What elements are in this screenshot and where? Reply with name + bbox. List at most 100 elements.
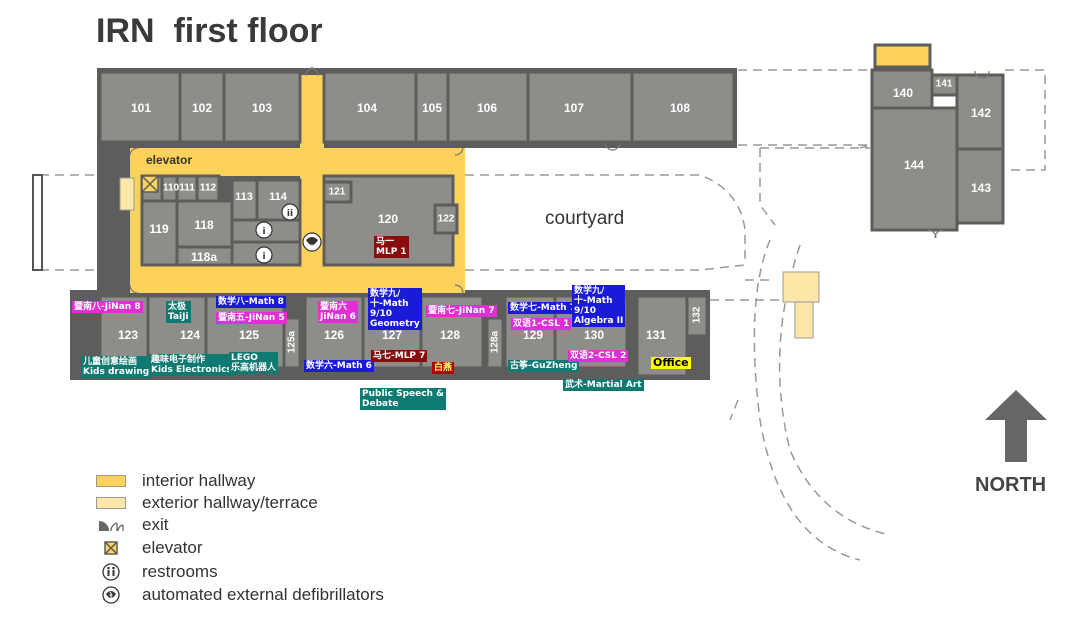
elevator-icon [96, 541, 126, 555]
exit-icon [129, 67, 990, 294]
legend-text: exit [142, 515, 169, 534]
legend-text: elevator [142, 538, 203, 557]
room-101: 101 [130, 101, 152, 115]
class-label-lego: LEGO 乐高机器人 [229, 352, 279, 374]
class-label-mlp7: 马七-MLP 7 [371, 350, 428, 362]
class-label-taiji-cn: 太极 [168, 302, 187, 312]
class-label-math910-algebra: 数学九/ 十-Math 9/10 Algebra II [572, 285, 626, 327]
room-140: 140 [892, 86, 914, 100]
svg-text:ii: ii [287, 209, 293, 219]
room-104: 104 [356, 101, 378, 115]
svg-text:i: i [262, 252, 265, 262]
math910-geo-line2: 十-Math [370, 299, 409, 309]
room-131: 131 [645, 328, 667, 342]
class-label-math7: 数学七-Math 7 [508, 302, 578, 314]
class-label-office: Office [651, 356, 691, 369]
math910-alg-line2: 十-Math [574, 296, 613, 306]
class-label-csl2: 双语2-CSL 2 [568, 350, 629, 362]
math910-geo-line4: Geometry [370, 319, 420, 329]
class-label-kids-electronics: 趣味电子制作 Kids Electronics [149, 354, 234, 376]
legend-item-exit: exit [96, 514, 168, 536]
room-124: 124 [179, 328, 201, 342]
north-arrow [985, 390, 1047, 462]
class-label-csl1: 双语1-CSL 1 [511, 318, 572, 330]
kids-drawing-en: Kids drawing [83, 367, 150, 377]
room-107: 107 [563, 101, 585, 115]
class-label-mlp1-cn: 马一 [376, 237, 395, 247]
legend-item-restrooms: restrooms [96, 561, 218, 583]
svg-text:i: i [262, 227, 265, 237]
room-142: 142 [970, 106, 992, 120]
kids-drawing-cn: 儿童创意绘画 [83, 357, 138, 367]
legend-item-defibrillator: automated external defibrillators [96, 584, 384, 606]
room-105: 105 [421, 101, 443, 115]
class-label-jinan5: 暨南五-JiNan 5 [216, 312, 287, 324]
legend-item-exterior-hallway: exterior hallway/terrace [96, 492, 318, 514]
math910-alg-line3: 9/10 [574, 306, 597, 316]
class-label-taiji: 太极 TaiJi [166, 301, 191, 323]
legend-text: exterior hallway/terrace [142, 493, 318, 512]
west-entrance [32, 174, 43, 271]
class-label-jinan6-cn: 暨南六 [320, 302, 348, 312]
interior-hallways [130, 75, 465, 293]
lego-en: LEGO [231, 353, 258, 363]
math910-geo-line3: 9/10 [370, 309, 393, 319]
class-label-math8: 数学八-Math 8 [216, 296, 286, 308]
class-label-jinan7: 暨南七-JiNan 7 [426, 305, 497, 317]
room-123: 123 [117, 328, 139, 342]
north-label: NORTH [975, 474, 1047, 496]
speech-line2: Debate [362, 399, 399, 409]
class-label-guzheng: 古筝-GuZheng [508, 360, 580, 372]
exterior-outline [40, 69, 1046, 561]
legend-item-interior-hallway: interior hallway [96, 470, 255, 492]
room-120: 120 [377, 212, 399, 226]
restroom-icon [96, 563, 126, 581]
defibrillator-icon [302, 232, 322, 252]
legend-text: interior hallway [142, 471, 256, 490]
class-label-math6: 数学六-Math 6 [304, 360, 374, 372]
kids-elec-en: Kids Electronics [151, 365, 232, 375]
room-128: 128 [439, 328, 461, 342]
kids-elec-cn: 趣味电子制作 [151, 355, 206, 365]
lego-cn: 乐高机器人 [231, 363, 277, 373]
room-128a: 128a [489, 330, 501, 354]
speech-line1: Public Speech & [362, 389, 444, 399]
class-label-math910-geometry: 数学九/ 十-Math 9/10 Geometry [368, 288, 422, 330]
room-102: 102 [191, 101, 213, 115]
elevator-icon [141, 175, 159, 193]
class-label-baiyan: 白燕 [432, 362, 455, 374]
room-113: 113 [235, 191, 253, 203]
exterior-hallway-swatch-icon [96, 496, 126, 510]
room-103: 103 [251, 101, 273, 115]
room-126: 126 [323, 328, 345, 342]
class-label-kids-drawing: 儿童创意绘画 Kids drawing [81, 356, 152, 378]
class-label-taiji-en: TaiJi [168, 312, 189, 322]
class-label-jinan6: 暨南六 JiNan 6 [318, 301, 358, 323]
legend-item-elevator: elevator [96, 537, 202, 559]
math910-alg-line4: Algebra II [574, 316, 624, 326]
room-121: 121 [328, 186, 346, 198]
room-127: 127 [381, 328, 403, 342]
room-130: 130 [583, 328, 605, 342]
room-141: 141 [935, 78, 953, 90]
class-label-jinan6-en: JiNan 6 [320, 312, 356, 322]
elevator-label: elevator [146, 153, 193, 167]
exterior-terrace [119, 43, 932, 339]
math910-alg-line1: 数学九/ [574, 286, 605, 296]
class-label-mlp1-en: MLP 1 [376, 247, 407, 257]
room-144: 144 [903, 158, 925, 172]
defibrillator-icon [96, 586, 126, 604]
math910-geo-line1: 数学九/ [370, 289, 401, 299]
room-119: 119 [149, 222, 169, 236]
room-132: 132 [691, 306, 703, 324]
room-125: 125 [238, 328, 260, 342]
room-106: 106 [476, 101, 498, 115]
room-125a: 125a [286, 330, 298, 354]
room-112: 112 [199, 182, 217, 194]
room-114: 114 [269, 191, 287, 203]
room-108: 108 [669, 101, 691, 115]
room-143: 143 [970, 181, 992, 195]
legend-text: restrooms [142, 562, 218, 581]
room-118a: 118a [190, 250, 218, 264]
room-118: 118 [194, 218, 214, 232]
